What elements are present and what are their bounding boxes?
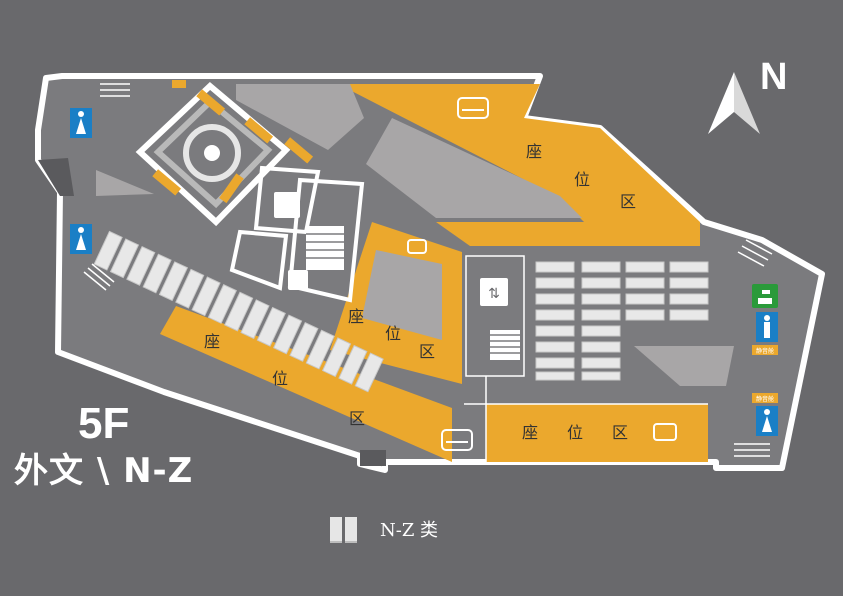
west-wall-notch xyxy=(38,158,74,196)
seating-zone-northeast xyxy=(338,84,700,222)
water-station-icon xyxy=(752,284,778,308)
bookshelves-east xyxy=(535,261,709,381)
seat-label-sw-2: 位 xyxy=(272,369,288,388)
seat-label-s-2: 位 xyxy=(567,423,583,442)
elevator-icon xyxy=(480,278,508,306)
seat-label-c-1: 座 xyxy=(348,307,364,326)
seat-label-sw-1: 座 xyxy=(204,332,220,351)
storage-block-west xyxy=(96,170,154,196)
storage-block-southeast xyxy=(634,346,734,386)
legend: N-Z 类 xyxy=(330,516,439,543)
compass-label: N xyxy=(760,56,788,98)
quiet-room-badge-2 xyxy=(752,393,778,403)
seat-label-s-3: 区 xyxy=(612,423,628,442)
floor-label: 5F xyxy=(78,399,130,448)
storage-block-north xyxy=(236,84,364,150)
seating-labels: 座 位 区 座 位 区 座 位 区 座 位 区 xyxy=(204,142,636,442)
quiet-room-badge xyxy=(752,345,778,355)
legend-label: N-Z 类 xyxy=(380,520,439,541)
escalator xyxy=(306,226,344,270)
central-atrium xyxy=(362,250,442,340)
seat-label-c-2: 位 xyxy=(385,324,401,343)
sofa-icon xyxy=(407,97,677,451)
seating-zone-southwest xyxy=(160,306,452,462)
small-tables-orange xyxy=(152,80,314,204)
seat-label-ne-1: 座 xyxy=(526,142,542,161)
stair-icon-box xyxy=(274,192,300,218)
seating-zone-south xyxy=(486,404,708,462)
seat-label-s-1: 座 xyxy=(522,423,538,442)
quiet-room-text-2: 静音舱 xyxy=(756,395,774,403)
storage-block-east xyxy=(366,118,582,218)
seat-label-ne-2: 位 xyxy=(574,170,590,189)
info-icon-box xyxy=(288,270,308,290)
south-corner-block xyxy=(360,450,386,466)
seat-label-c-3: 区 xyxy=(419,342,435,361)
elevator-core xyxy=(465,255,525,377)
seat-label-sw-3: 区 xyxy=(349,409,365,428)
restroom-icon xyxy=(70,108,778,436)
water-glyph xyxy=(758,290,772,304)
quiet-room-text: 静音舱 xyxy=(756,347,774,355)
stair-lines xyxy=(490,334,520,354)
category-label: 外文 \ N-Z xyxy=(14,451,194,491)
north-arrow-icon-right xyxy=(734,72,760,134)
seating-zone-northeast-lower xyxy=(436,222,700,246)
bookshelf-icon xyxy=(330,517,358,543)
north-arrow-icon xyxy=(708,72,734,134)
seat-label-ne-3: 区 xyxy=(620,192,636,211)
elevator-icon-glyph: ⇅ xyxy=(488,286,500,302)
circle-center xyxy=(204,145,220,161)
escalator-lines xyxy=(306,233,344,259)
edge-stairs xyxy=(83,83,773,457)
bookshelves-southwest xyxy=(93,230,384,393)
circular-reading-area xyxy=(135,81,291,227)
